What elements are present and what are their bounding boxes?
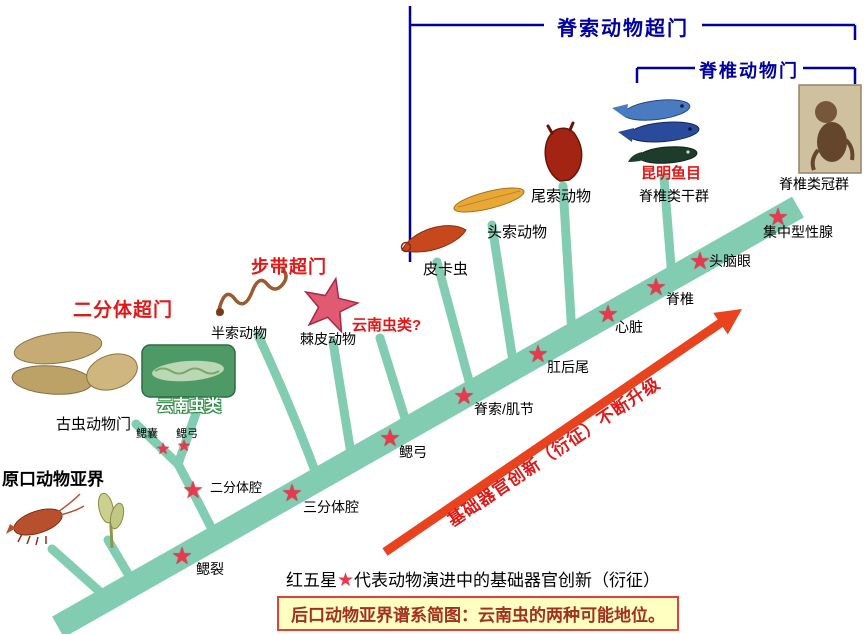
- tree-branches: [47, 173, 677, 604]
- branch-vetulicolia: [131, 419, 183, 469]
- star-notochord-myomere: ★: [453, 383, 475, 410]
- star-gill-slits: ★: [171, 543, 193, 570]
- star-heart: ★: [597, 301, 619, 328]
- innovation-postanal-tail-label: 肛后尾: [547, 359, 589, 375]
- branch-cephalochordate: [487, 220, 519, 373]
- innovation-arrow: [382, 309, 742, 556]
- kunming-fish-illustration: [612, 99, 700, 164]
- chordata-superphylum-title: 脊索动物超门: [557, 18, 689, 40]
- innovation-gill-slits-label: 鳃裂: [196, 561, 224, 577]
- plant-organism-illustration: [97, 492, 125, 549]
- diagram-caption: 后口动物亚界谱系简图：云南虫的两种可能地位。: [277, 596, 679, 631]
- taxon-crown-vertebrate-label: 脊椎类冠群: [779, 176, 849, 192]
- urochordate-tunicate-illustration: [544, 121, 583, 182]
- yunnanozoan-photo: [141, 344, 236, 398]
- innovation-tripartite-coelom-label: 三分体腔: [303, 499, 359, 515]
- cephalochordate-lancelet-illustration: [453, 187, 525, 213]
- star-tripartite-coelom: ★: [281, 480, 303, 507]
- star-gill-arch-branch: ★: [176, 438, 192, 455]
- branch-urochordate: [558, 181, 577, 340]
- innovation-heart-label: 心脏: [615, 319, 643, 335]
- shrimp-illustration: [6, 493, 85, 546]
- branch-vetulicolia-main: [173, 459, 221, 542]
- legend-star-icon: ★: [337, 570, 355, 591]
- vertebrata-phylum-title: 脊椎动物门: [699, 61, 799, 81]
- branch-pikaia: [432, 257, 477, 397]
- taxon-ambulacraria-label: 步带超门: [251, 257, 327, 277]
- innovation-gill-pouch-label: 鳃囊: [136, 428, 158, 440]
- branch-yunnanozoan-alt: [375, 333, 413, 433]
- taxon-urochordata-label: 尾索动物: [531, 188, 592, 205]
- taxon-myllokunmingiida-label: 昆明鱼目: [641, 165, 702, 182]
- vertebrata-bracket: [635, 66, 857, 84]
- taxon-echinodermata-label: 棘皮动物: [300, 331, 356, 347]
- taxon-yunnanozoan-alt-label: 云南虫类?: [352, 317, 422, 334]
- pikaia-illustration: [400, 225, 467, 253]
- innovation-vertebra-label: 脊椎: [666, 291, 694, 307]
- taxon-dipartita-label: 二分体超门: [73, 300, 174, 321]
- star-concentrated-gonad: ★: [767, 204, 789, 231]
- innovation-gill-arch-label: 鳃弓: [399, 444, 427, 460]
- legend-suffix-text: 代表动物演进中的基础器官创新（衍征）: [354, 571, 661, 590]
- taxon-cephalochordata-label: 头索动物: [487, 224, 548, 241]
- star-postanal-tail: ★: [527, 341, 549, 368]
- branch-echinoderm: [328, 337, 357, 465]
- taxon-protostomia-label: 原口动物亚界: [2, 470, 104, 489]
- branch-stem-vertebrate: [659, 173, 677, 283]
- taxon-stem-vertebrate-label: 脊椎类干群: [639, 188, 709, 204]
- echinoderm-starfish-illustration: [303, 276, 361, 334]
- taxon-pikaia-label: 皮卡虫: [423, 261, 469, 278]
- star-vertebra: ★: [645, 274, 667, 301]
- innovation-concentrated-gonad-label: 集中型性腺: [763, 224, 833, 240]
- taxon-hemichordata-label: 半索动物: [211, 325, 267, 341]
- star-gill-arch: ★: [379, 425, 401, 452]
- hemichordate-acorn-worm-illustration: [216, 268, 288, 316]
- vetulicolian-fossils-illustration: [11, 331, 138, 395]
- star-legend: 红五星★代表动物演进中的基础器官创新（衍征）: [286, 566, 660, 592]
- legend-prefix-text: 红五星: [286, 571, 337, 590]
- taxon-yunnanozoan-photo-label: 云南虫类: [157, 398, 222, 415]
- innovation-bipartite-coelom-label: 二分体腔: [210, 480, 263, 495]
- star-head-brain-eye: ★: [689, 248, 711, 275]
- branch-shrimp: [47, 544, 113, 604]
- crown-vertebrate-picture: [798, 84, 862, 174]
- taxon-vetulicolia-label: 古虫动物门: [56, 416, 132, 433]
- innovation-notochord-myomere-label: 脊索/肌节: [474, 401, 534, 417]
- innovation-head-brain-eye-label: 头脑眼: [709, 253, 751, 269]
- chordata-bracket: [410, 23, 857, 40]
- star-gill-pouch: ★: [155, 441, 171, 458]
- star-bipartite-coelom: ★: [182, 477, 204, 504]
- branch-yunnanozoan-photo: [173, 397, 205, 469]
- innovation-gill-arch-branch-label: 鳃弓: [176, 428, 198, 440]
- clade-brackets: [408, 6, 857, 262]
- branch-hemichordate: [253, 330, 323, 484]
